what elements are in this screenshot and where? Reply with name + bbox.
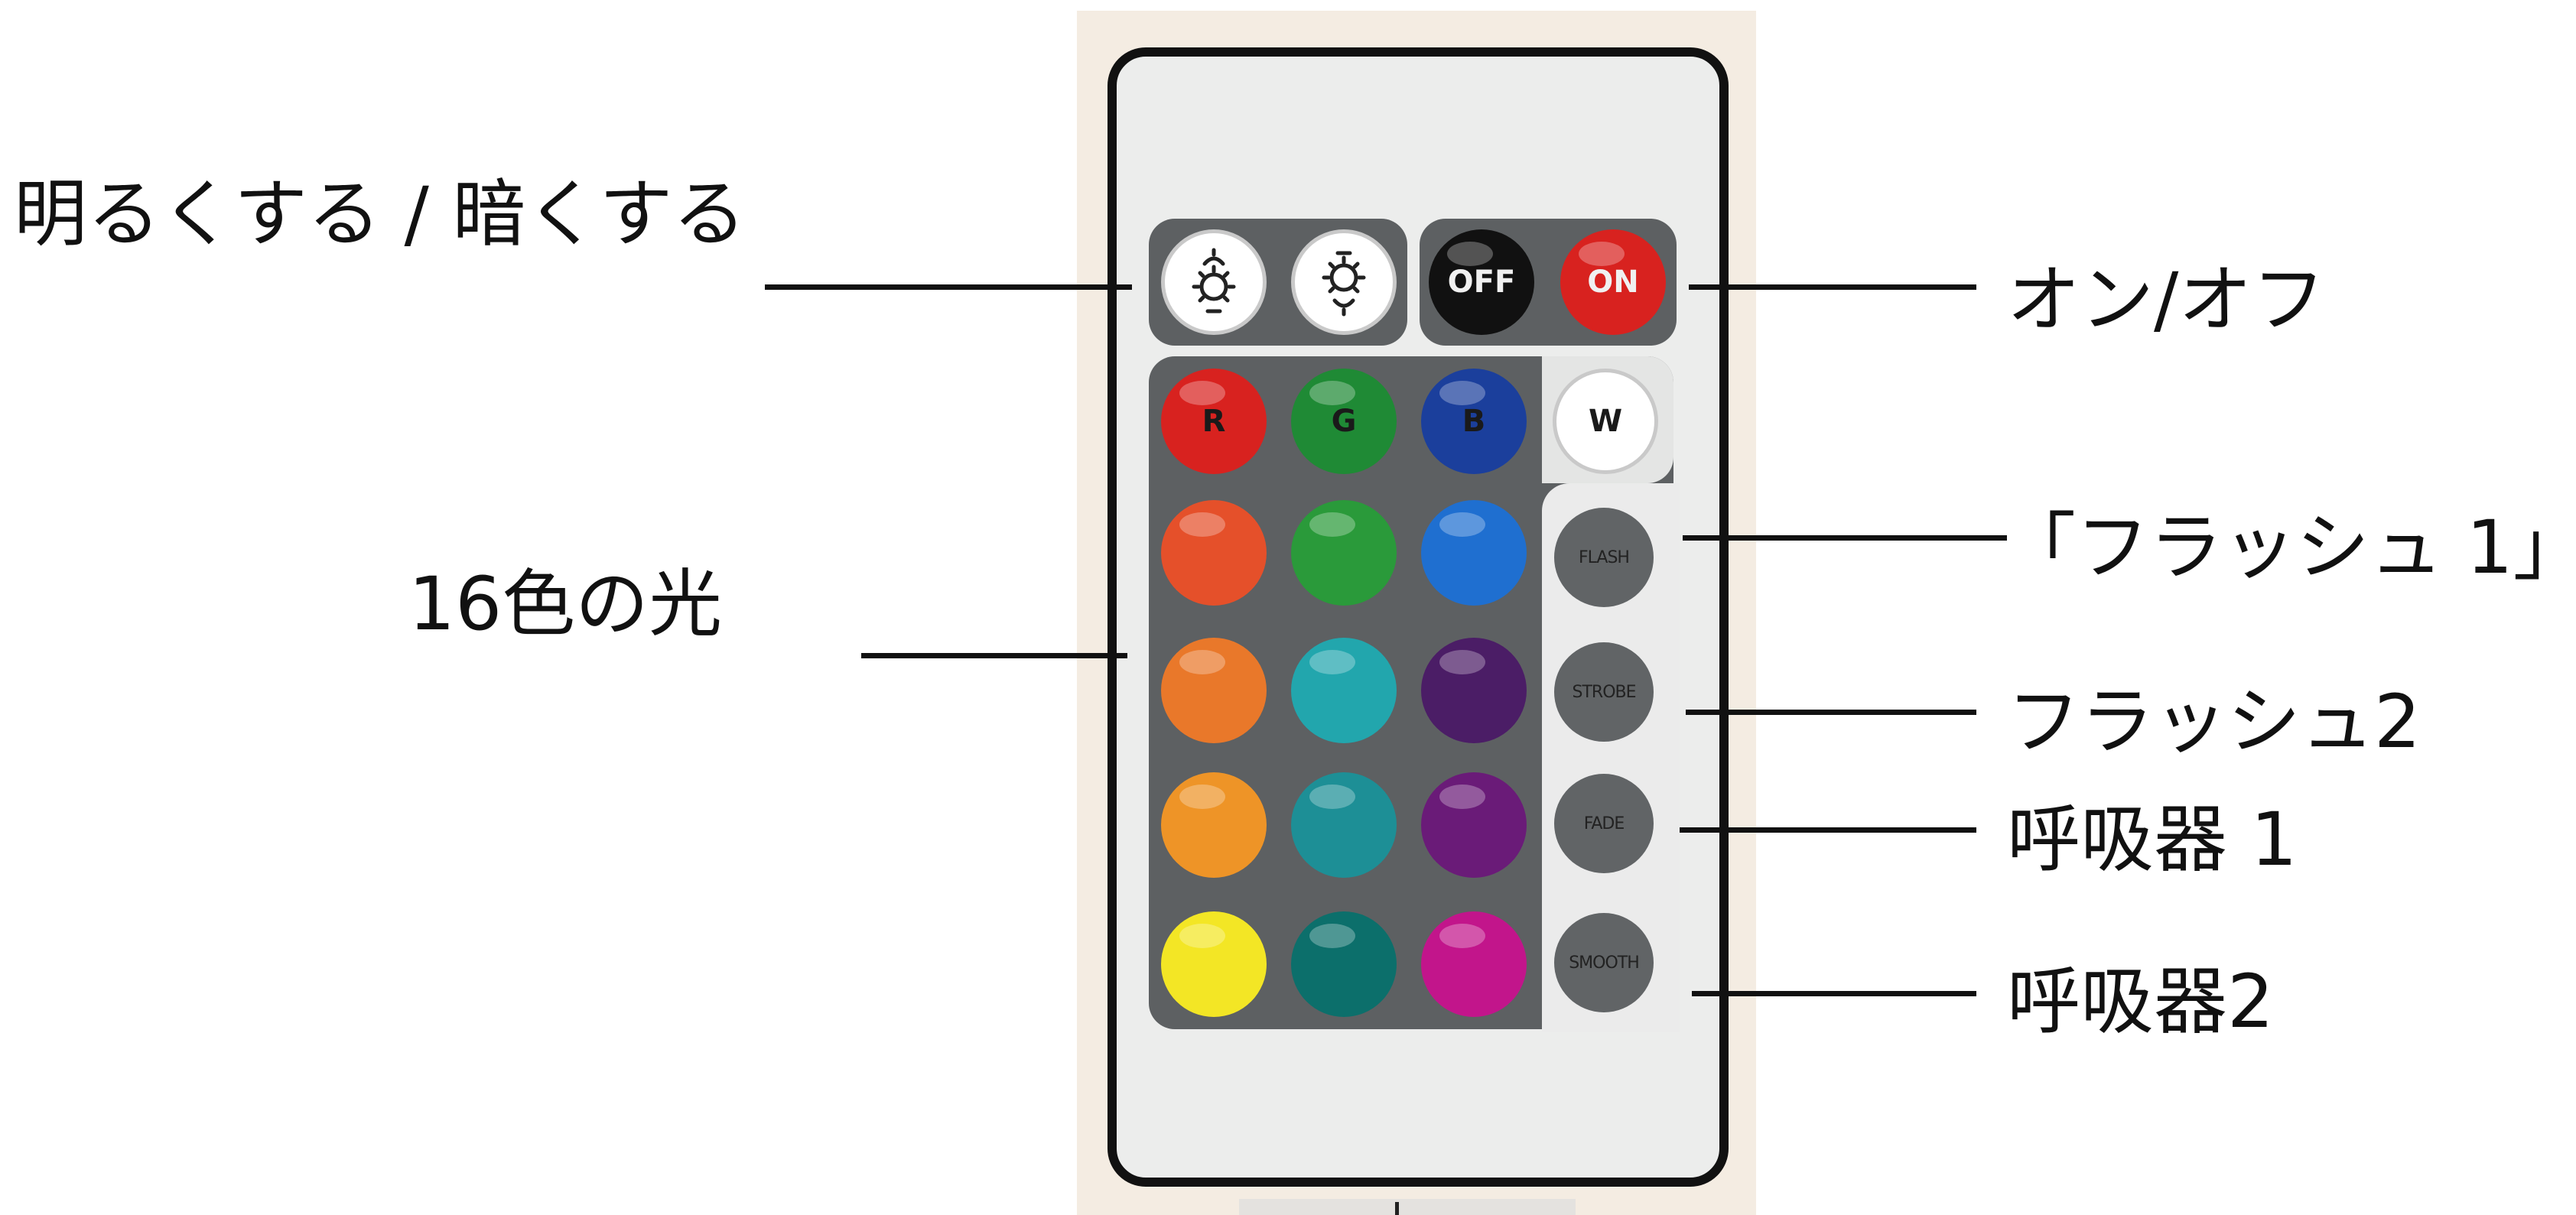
breath2-callout-line — [1692, 991, 1976, 996]
color-button[interactable] — [1161, 772, 1267, 878]
power-callout-line — [1689, 284, 1976, 290]
color-button[interactable] — [1161, 638, 1267, 743]
smooth-button-label: SMOOTH — [1569, 953, 1640, 973]
brightness-down-icon — [1322, 251, 1366, 317]
brightness-label: 明るくする / 暗くする — [14, 171, 746, 257]
flash1-callout-line — [1683, 535, 2007, 541]
green-button[interactable]: G — [1291, 369, 1397, 474]
strobe-button[interactable]: STROBE — [1554, 642, 1654, 742]
breath1-label: 呼吸器 1 — [2007, 797, 2298, 882]
white-button[interactable]: W — [1553, 369, 1658, 474]
brightness-up-icon — [1192, 248, 1236, 313]
color-button[interactable] — [1291, 500, 1397, 606]
breath2-label: 呼吸器2 — [2007, 959, 2275, 1044]
on-button-label: ON — [1587, 265, 1639, 300]
brightness-up-button[interactable] — [1161, 229, 1267, 335]
on-button[interactable]: ON — [1560, 229, 1666, 335]
brightness-down-button[interactable] — [1291, 229, 1397, 335]
off-button[interactable]: OFF — [1429, 229, 1534, 335]
flash-button-label: FLASH — [1579, 547, 1630, 567]
color-button[interactable] — [1291, 772, 1397, 878]
fade-button-label: FADE — [1583, 814, 1625, 833]
color-button[interactable] — [1421, 772, 1527, 878]
color-button[interactable] — [1161, 911, 1267, 1017]
white-button-label: W — [1588, 404, 1623, 439]
brightness-callout-line — [765, 284, 1132, 290]
flash2-callout-line — [1686, 710, 1976, 715]
flash1-label: 「フラッシュ 1」 — [2002, 505, 2576, 590]
flash2-label: フラッシュ2 — [2007, 679, 2422, 765]
color-button[interactable] — [1161, 500, 1267, 606]
color-button[interactable] — [1291, 911, 1397, 1017]
red-button[interactable]: R — [1161, 369, 1267, 474]
colors-callout-line — [861, 653, 1127, 658]
off-button-label: OFF — [1447, 265, 1516, 300]
flash-button[interactable]: FLASH — [1554, 508, 1654, 607]
blue-button[interactable]: B — [1421, 369, 1527, 474]
green-button-label: G — [1331, 404, 1357, 439]
color-button[interactable] — [1291, 638, 1397, 743]
blue-button-label: B — [1462, 404, 1486, 439]
color-button[interactable] — [1421, 911, 1527, 1017]
fade-button[interactable]: FADE — [1554, 774, 1654, 873]
strobe-button-label: STROBE — [1572, 682, 1637, 702]
color-button[interactable] — [1421, 638, 1527, 743]
color-button[interactable] — [1421, 500, 1527, 606]
breath1-callout-line — [1680, 827, 1976, 833]
power-label: オン/オフ — [2007, 257, 2326, 343]
colors16-label: 16色の光 — [408, 561, 723, 647]
red-button-label: R — [1202, 404, 1226, 439]
photo-bottom-strip — [1239, 1199, 1576, 1215]
photo-bottom-tick — [1395, 1202, 1399, 1215]
smooth-button[interactable]: SMOOTH — [1554, 913, 1654, 1012]
